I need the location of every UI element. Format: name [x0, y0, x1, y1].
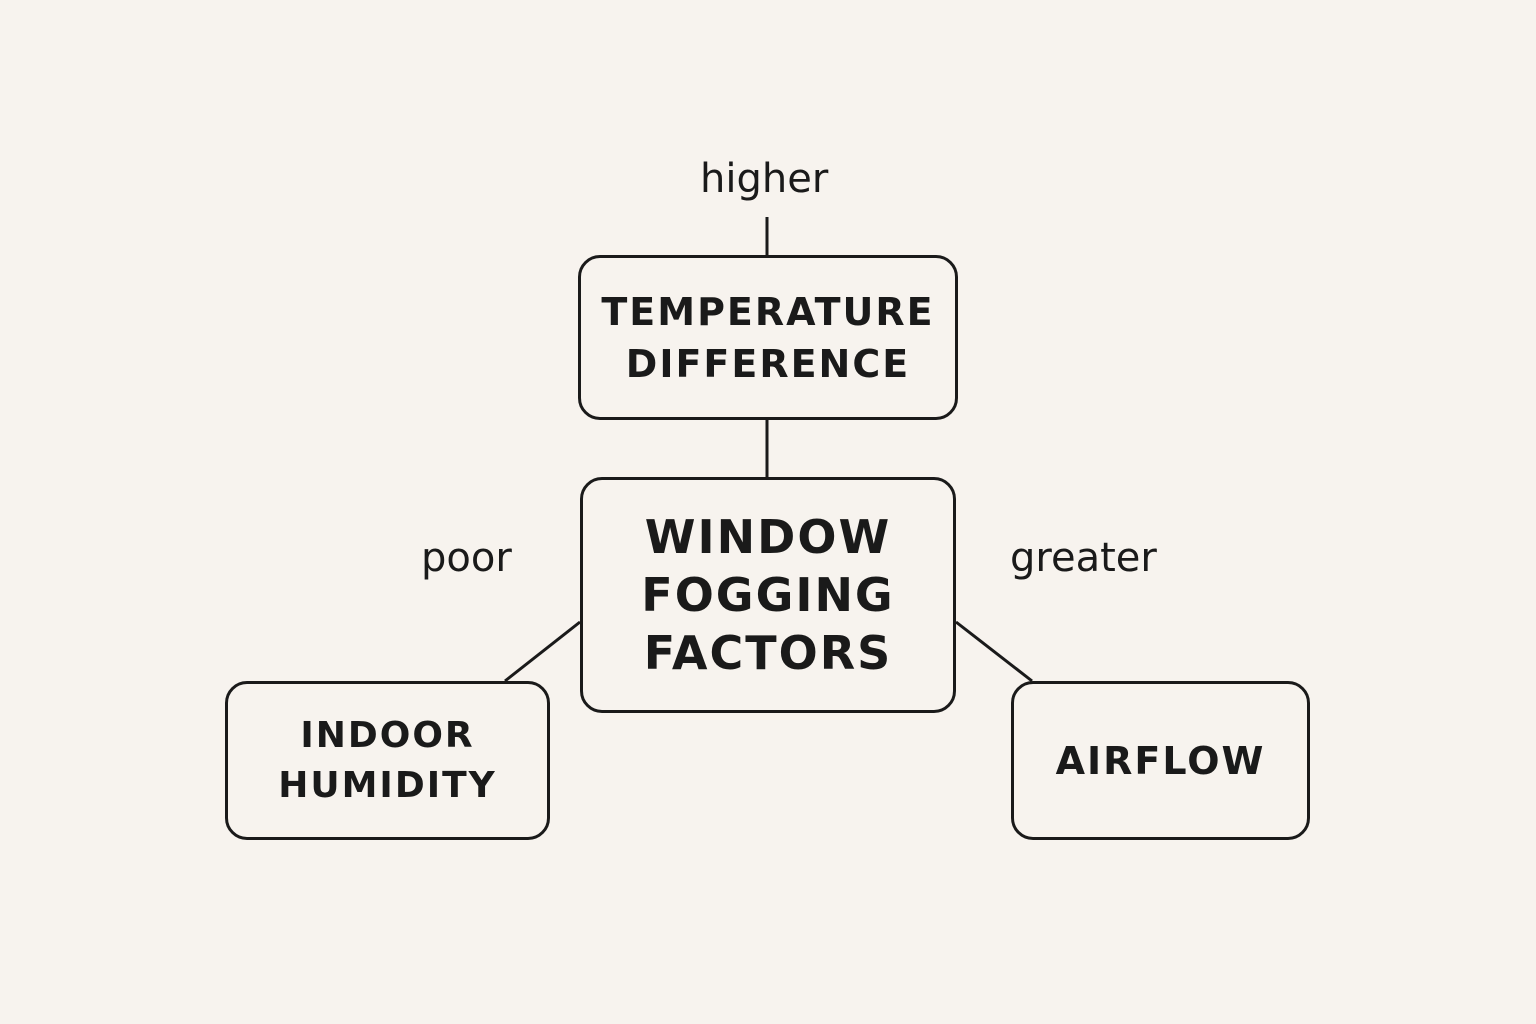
node-indoor-humidity-label: INDOOR HUMIDITY [278, 714, 497, 806]
edge-label-higher: higher [700, 156, 829, 202]
node-airflow-label: AIRFLOW [1055, 738, 1266, 783]
node-airflow: AIRFLOW [1011, 681, 1310, 840]
node-window-fogging-factors: WINDOW FOGGING FACTORS [580, 477, 956, 713]
connector-center-to-humidity [504, 620, 581, 683]
node-window-fogging-factors-label: WINDOW FOGGING FACTORS [641, 510, 895, 680]
node-temperature-difference: TEMPERATURE DIFFERENCE [578, 255, 958, 420]
edge-label-poor: poor [421, 535, 512, 581]
edge-label-greater: greater [1010, 535, 1157, 581]
node-indoor-humidity: INDOOR HUMIDITY [225, 681, 550, 840]
connector-center-to-airflow [955, 620, 1033, 683]
node-temperature-difference-label: TEMPERATURE DIFFERENCE [601, 289, 935, 386]
